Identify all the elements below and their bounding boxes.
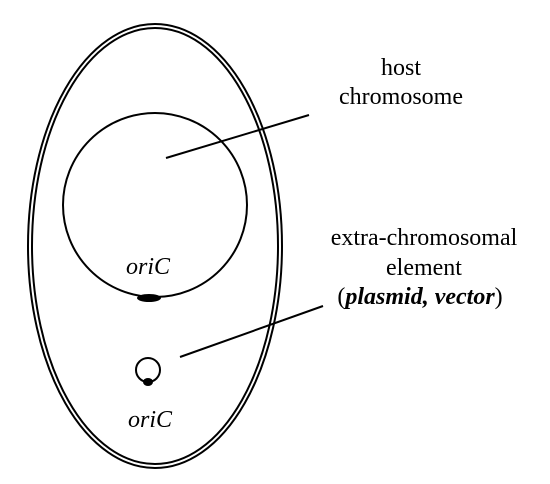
extra-chromosomal-leader-line: [179, 305, 324, 358]
extra-label-line2: element: [386, 255, 462, 281]
host-label-line2: chromosome: [339, 84, 463, 110]
plasmid-oric-label: oriC: [128, 407, 173, 433]
host-label-line1: host: [381, 55, 421, 81]
plasmid-vector-label: (plasmid, vector): [337, 284, 502, 310]
chromosome-oric-marker: [137, 294, 161, 302]
plasmid-oric-marker: [143, 378, 153, 386]
chromosome-oric-label: oriC: [126, 254, 171, 280]
host-chromosome-leader-line: [165, 114, 310, 159]
extra-label-line1: extra-chromosomal: [331, 225, 518, 251]
paren-open: (: [337, 284, 345, 310]
paren-close: ): [495, 284, 503, 310]
cell-outer-membrane: [27, 23, 283, 469]
plasmid-vector-text: plasmid, vector: [343, 284, 495, 310]
cell-inner-membrane: [31, 27, 279, 465]
